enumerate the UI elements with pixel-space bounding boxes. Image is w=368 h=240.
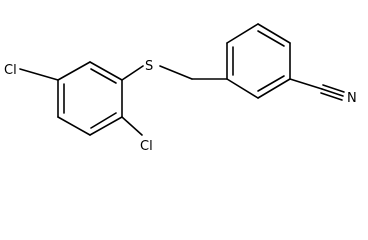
substituent-bonds <box>19 65 323 136</box>
c-cl-bond <box>19 68 59 81</box>
triple-bond-line <box>322 84 345 93</box>
nitrile-triple-bond <box>320 84 345 101</box>
ring-bond <box>57 116 91 136</box>
c-s-bond <box>121 65 144 81</box>
ring-double-bond <box>90 68 117 84</box>
triple-bond-line <box>321 88 344 97</box>
ring-double-bond <box>90 112 117 129</box>
ring-bond <box>89 116 123 136</box>
dichlorophenyl-ring <box>57 61 123 136</box>
chemical-structure-diagram: Cl Cl S N <box>4 23 357 152</box>
ring-bond <box>257 23 291 44</box>
ring-bond <box>257 78 291 99</box>
ring-double-bond <box>257 75 285 92</box>
s-ch2-bond <box>159 65 193 80</box>
triple-bond-line <box>320 92 343 101</box>
ring-bond <box>226 23 259 44</box>
nitrogen-atom-label: N <box>347 91 357 106</box>
ring-bond <box>89 61 123 81</box>
ring-c-cn-bond <box>289 78 323 90</box>
ring-bond <box>226 78 259 99</box>
sulfur-atom-label: S <box>145 59 153 74</box>
chlorine-atom-label: Cl <box>140 139 153 152</box>
chlorine-atom-label: Cl <box>4 63 17 78</box>
ring-bond <box>57 61 91 81</box>
ring-double-bond <box>257 30 285 47</box>
benzonitrile-ring <box>226 23 291 99</box>
c-cl-bond <box>121 116 143 136</box>
